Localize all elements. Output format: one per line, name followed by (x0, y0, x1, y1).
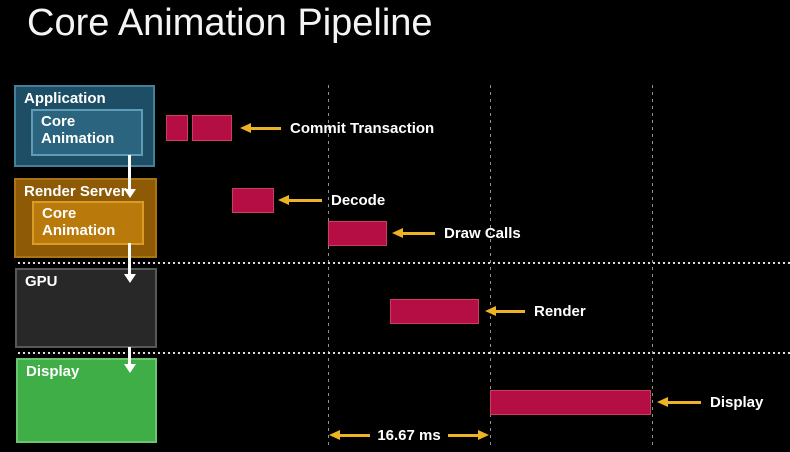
render-server-box: Render Server Core Animation (14, 178, 157, 258)
flow-arrow-renderserver-to-gpu (123, 243, 136, 283)
draw-calls-annotation: Draw Calls (392, 224, 521, 242)
decode-annotation: Decode (278, 191, 385, 209)
commit-transaction-bar-2 (192, 115, 232, 141)
arrow-left-icon (485, 306, 496, 316)
draw-calls-annotation-label: Draw Calls (444, 224, 521, 242)
gpu-box: GPU (15, 268, 157, 348)
page-title: Core Animation Pipeline (27, 2, 433, 44)
vertical-gridline-1 (328, 85, 329, 447)
arrow-left-icon (240, 123, 251, 133)
arrow-left-icon (392, 228, 403, 238)
vertical-gridline-2 (490, 85, 491, 447)
draw-calls-bar (328, 221, 387, 246)
render-annotation-label: Render (534, 302, 586, 320)
display-annotation-label: Display (710, 393, 764, 411)
flow-arrow-application-to-renderserver (123, 155, 136, 198)
horizontal-separator-2 (18, 352, 790, 354)
render-server-core-animation-box: Core Animation (32, 201, 144, 245)
render-server-core-animation-label: Core Animation (42, 205, 116, 239)
frame-duration-label: 16.67 ms (377, 426, 441, 444)
decode-bar (232, 188, 274, 213)
display-annotation: Display (657, 393, 763, 411)
vertical-gridline-3 (652, 85, 653, 447)
flow-arrow-gpu-to-display (123, 347, 136, 373)
commit-transaction-annotation-label: Commit Transaction (290, 119, 435, 137)
application-core-animation-box: Core Animation (31, 109, 143, 156)
horizontal-separator-1 (18, 262, 790, 264)
display-label: Display (26, 363, 80, 380)
commit-transaction-annotation: Commit Transaction (240, 119, 434, 137)
frame-duration-annotation: 16.67 ms (329, 426, 490, 444)
display-bar (490, 390, 651, 415)
application-box: Application Core Animation (14, 85, 155, 167)
decode-annotation-label: Decode (331, 191, 386, 209)
render-bar (390, 299, 479, 324)
application-label: Application (24, 90, 106, 107)
arrow-left-icon (329, 430, 340, 440)
gpu-label: GPU (25, 273, 58, 290)
arrow-left-icon (657, 397, 668, 407)
application-core-animation-label: Core Animation (41, 113, 115, 147)
display-box: Display (16, 358, 157, 443)
arrow-right-icon (478, 430, 490, 440)
arrow-left-icon (278, 195, 289, 205)
commit-transaction-bar-1 (166, 115, 188, 141)
render-server-label: Render Server (24, 183, 127, 200)
render-annotation: Render (485, 302, 586, 320)
